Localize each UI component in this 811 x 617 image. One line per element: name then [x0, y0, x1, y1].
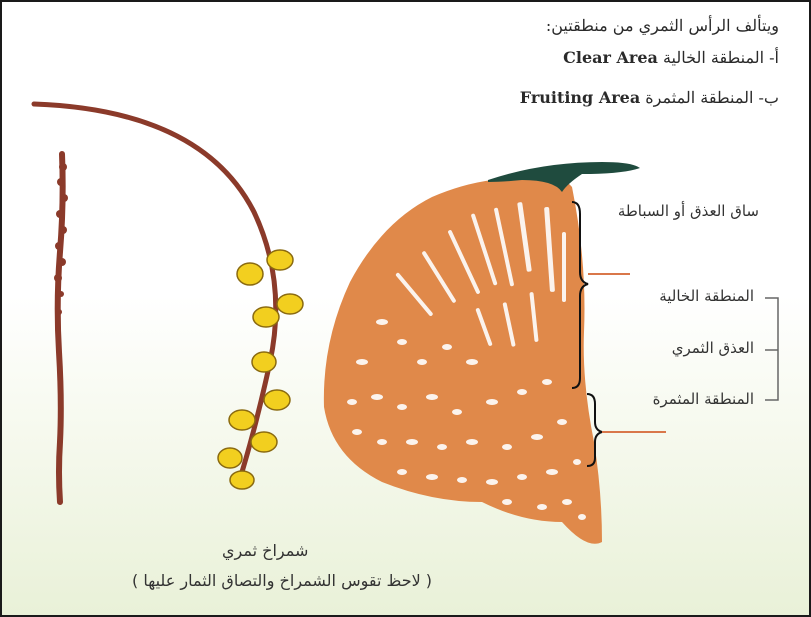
right-bracket: [765, 298, 778, 400]
caption-note: ( لاحظ تقوس الشمراخ والتصاق الثمار عليها…: [132, 571, 432, 590]
item-b-en: Fruiting Area: [520, 88, 640, 107]
label-fruiting-zone: المنطقة المثمرة: [653, 390, 754, 408]
header-item-a: أ- المنطقة الخالية Clear Area: [563, 48, 779, 67]
label-stalk: ساق العذق أو السباطة: [618, 202, 759, 220]
label-clear-zone: المنطقة الخالية: [659, 287, 754, 305]
straight-strand: [58, 154, 63, 502]
header-item-b: ب- المنطقة المثمرة Fruiting Area: [520, 88, 779, 107]
label-fruit-bunch: العذق الثمري: [672, 339, 754, 357]
header-intro: ويتألف الرأس الثمري من منطقتين:: [546, 16, 779, 35]
date-fruits: [218, 250, 303, 489]
caption-title: شمراخ ثمري: [222, 541, 308, 560]
item-a-en: Clear Area: [563, 48, 658, 67]
item-a-prefix: أ- المنطقة الخالية: [663, 48, 779, 67]
item-b-prefix: ب- المنطقة المثمرة: [645, 88, 779, 107]
